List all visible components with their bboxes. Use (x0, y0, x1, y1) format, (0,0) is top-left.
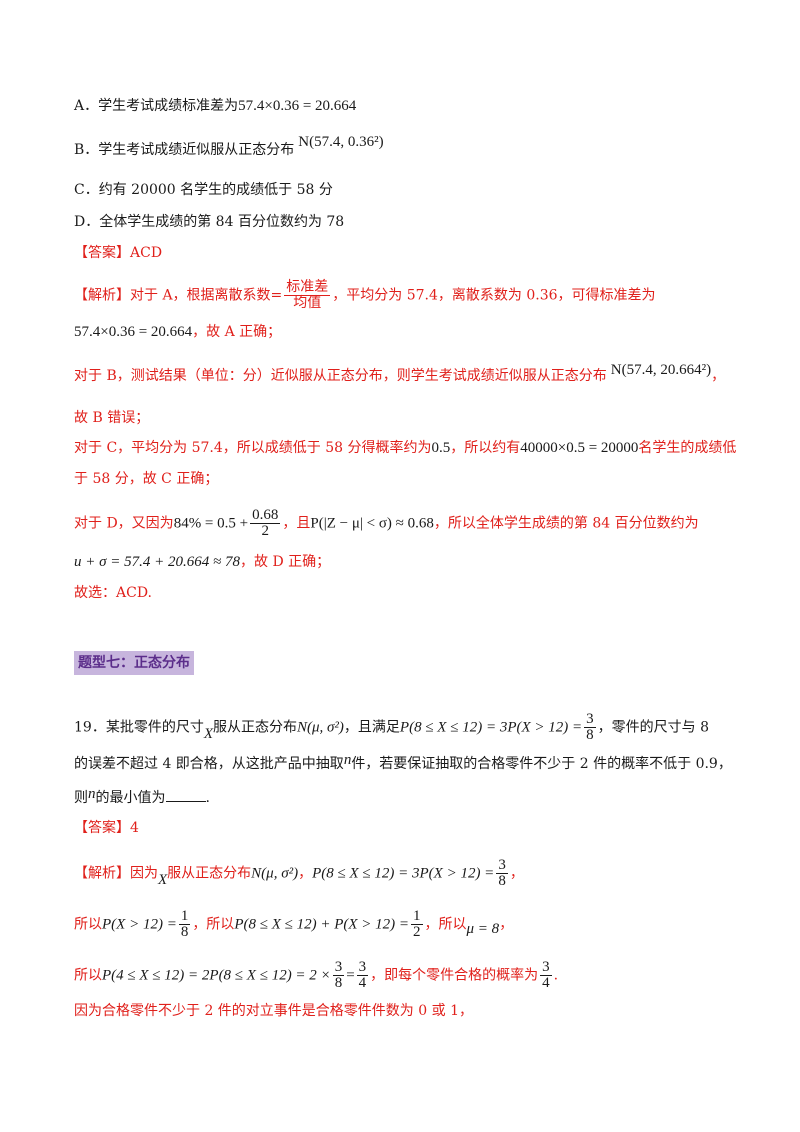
fraction: 标准差均值 (284, 279, 331, 311)
answer-blank (165, 787, 206, 802)
question-19-line-3: 则n的最小值为. (74, 786, 210, 806)
solution-18-line-6: 于 58 分，故 C 正确； (74, 471, 219, 487)
solution-18-line-5: 对于 C，平均分为 57.4，所以成绩低于 58 分得概率约为0.5，所以约有4… (74, 440, 737, 456)
answer-18: 【答案】ACD (74, 245, 163, 261)
solution-19-line-4: 因为合格零件不少于 2 件的对立事件是合格零件件数为 0 或 1， (74, 1003, 473, 1019)
solution-19-line-1: 【解析】因为X服从正态分布N(μ, σ²)，P(8 ≤ X ≤ 12) = 3P… (74, 857, 524, 889)
option-a: A．学生考试成绩标准差为57.4×0.36 = 20.664 (74, 98, 357, 114)
answer-19: 【答案】4 (74, 820, 139, 836)
solution-18-line-8: u + σ = 57.4 + 20.664 ≈ 78，故 D 正确； (74, 554, 331, 570)
solution-18-line-2: 57.4×0.36 = 20.664，故 A 正确； (74, 324, 282, 340)
solution-18-line-9: 故选：ACD. (74, 585, 152, 601)
section-heading: 题型七：正态分布 (74, 651, 194, 675)
option-b-formula: N(57.4, 0.36²) (298, 134, 384, 150)
solution-18-line-4: 故 B 错误； (74, 410, 150, 426)
question-19-line-1: 19．某批零件的尺寸X服从正态分布N(μ, σ²)，且满足P(8 ≤ X ≤ 1… (74, 711, 709, 743)
option-c: C．约有 20000 名学生的成绩低于 58 分 (74, 182, 333, 198)
solution-18-line-1: 【解析】对于 A，根据离散系数=标准差均值，平均分为 57.4，离散系数为 0.… (74, 279, 656, 311)
option-d: D．全体学生成绩的第 84 百分位数约为 78 (74, 214, 345, 230)
question-19-line-2: 的误差不超过 4 即合格，从这批产品中抽取n件，若要保证抽取的合格零件不少于 2… (74, 752, 732, 772)
option-a-formula: 57.4×0.36 = 20.664 (238, 98, 357, 114)
